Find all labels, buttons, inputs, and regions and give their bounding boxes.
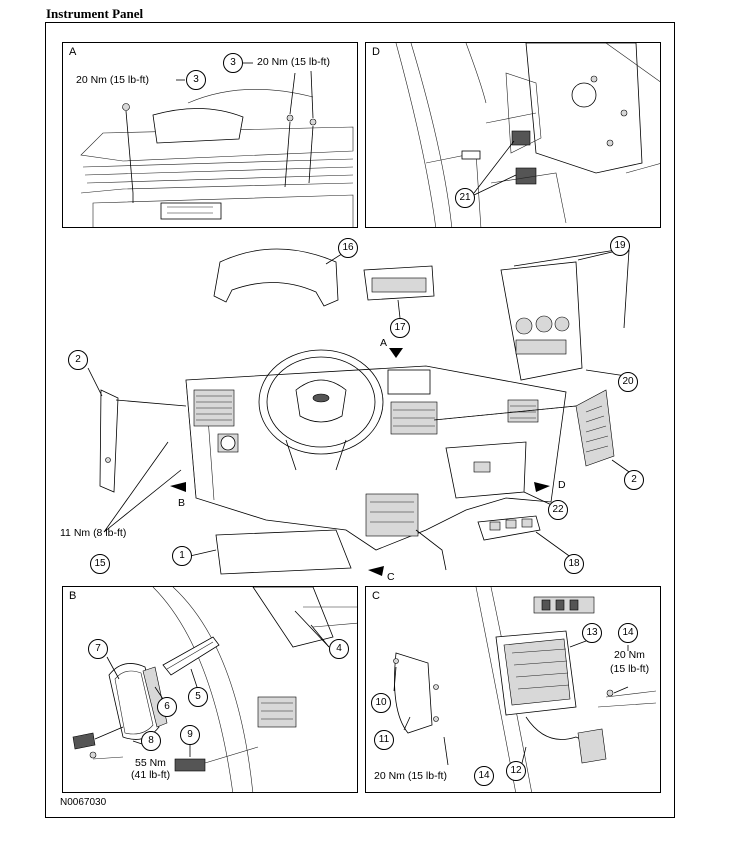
- panel-c-illustration: [393, 587, 657, 792]
- panel-letter-d: D: [372, 46, 380, 58]
- callout-18: 18: [564, 554, 584, 574]
- torque-spec-8-lbft: (41 lb-ft): [131, 769, 171, 781]
- callout-21: 21: [455, 188, 475, 208]
- callout-8: 8: [141, 731, 161, 751]
- torque-spec-15: 11 Nm (8 lb-ft): [60, 527, 127, 539]
- callout-3-right: 3: [223, 53, 243, 73]
- callout-19: 19: [610, 236, 630, 256]
- panel-letter-c: C: [372, 590, 380, 602]
- callout-15: 15: [90, 554, 110, 574]
- callout-12: 12: [506, 761, 526, 781]
- page-title: Instrument Panel: [46, 6, 144, 21]
- view-arrow-b-label: B: [178, 497, 186, 509]
- callout-22: 22: [548, 500, 568, 520]
- panel-letter-b: B: [69, 590, 77, 602]
- main-illustration: [87, 247, 633, 576]
- torque-spec-14-lbft: (15 lb-ft): [610, 663, 650, 675]
- callout-17: 17: [390, 318, 410, 338]
- callout-2-left: 2: [68, 350, 88, 370]
- torque-spec-8-nm: 55 Nm: [135, 757, 166, 769]
- torque-spec-14-nm: 20 Nm: [614, 649, 645, 661]
- callout-13: 13: [582, 623, 602, 643]
- main-exploded-view: 16 19 17 2 A 20 2 B D 22 11 Nm (8 lb-ft)…: [46, 230, 674, 585]
- callout-14-top: 14: [618, 623, 638, 643]
- callout-5: 5: [188, 687, 208, 707]
- callout-10: 10: [371, 693, 391, 713]
- panel-d-illustration: [395, 43, 660, 227]
- view-arrow-c-label: C: [387, 571, 395, 583]
- panel-letter-a: A: [69, 46, 77, 58]
- view-arrow-d-label: D: [558, 479, 566, 491]
- torque-spec-left: 20 Nm (15 lb-ft): [76, 74, 149, 86]
- callout-2-right: 2: [624, 470, 644, 490]
- diagram-frame: [45, 22, 675, 818]
- detail-panel-b: B 7 4 5 6 9 8 55 Nm (41 lb-ft): [62, 586, 358, 793]
- callout-14-bottom: 14: [474, 766, 494, 786]
- detail-panel-c: C 13 14 20 Nm (15 lb-ft) 10 11 12 20 Nm …: [365, 586, 661, 793]
- detail-panel-a: A 20 Nm (15 lb-ft) 3 3 20 Nm (15 lb-ft): [62, 42, 358, 228]
- callout-9: 9: [180, 725, 200, 745]
- callout-7: 7: [88, 639, 108, 659]
- callout-6: 6: [157, 697, 177, 717]
- detail-panel-d: D 21: [365, 42, 661, 228]
- callout-16: 16: [338, 238, 358, 258]
- callout-3-left: 3: [186, 70, 206, 90]
- callout-4: 4: [329, 639, 349, 659]
- panel-a-illustration: [80, 62, 354, 227]
- callout-20: 20: [618, 372, 638, 392]
- panel-b-illustration: [72, 587, 357, 792]
- torque-spec-right: 20 Nm (15 lb-ft): [257, 56, 330, 68]
- torque-spec-14-bottom: 20 Nm (15 lb-ft): [374, 770, 447, 782]
- callout-1: 1: [172, 546, 192, 566]
- callout-11: 11: [374, 730, 394, 750]
- figure-id: N0067030: [60, 797, 107, 808]
- view-arrow-a-label: A: [380, 337, 388, 349]
